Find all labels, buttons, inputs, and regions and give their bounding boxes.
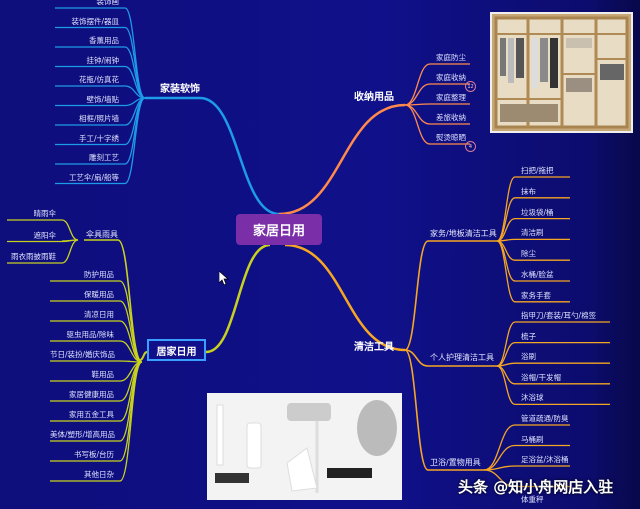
mindmap-leaf-item[interactable]: 工艺伞/扇/船等 [68, 172, 119, 182]
connector-line [404, 349, 429, 367]
mindmap-leaf-item[interactable]: 遮阳伞 [33, 230, 57, 240]
connector-line [199, 96, 280, 216]
umbrella-group-label[interactable]: 伞具雨具 [86, 230, 118, 239]
connector-line [284, 243, 406, 352]
mindmap-leaf-item[interactable]: 壁饰/墙贴 [86, 94, 119, 104]
connector-line [61, 239, 79, 264]
cleaning-group-label[interactable]: 个人护理清洁工具 [430, 353, 494, 362]
mindmap-leaf-item[interactable]: 体重秤 [521, 495, 544, 504]
connector-line [404, 349, 429, 471]
mindmap-leaf-item[interactable]: 除尘 [521, 249, 536, 259]
mouse-cursor-icon [218, 270, 229, 289]
mindmap-leaf-item[interactable]: 垃圾袋/桶 [521, 207, 554, 217]
mindmap-leaf-item[interactable]: 清洁刷 [521, 228, 544, 238]
mindmap-leaf-item[interactable]: 驱虫用品/除味 [66, 330, 114, 339]
branch-storage-label[interactable]: 收纳用品 [354, 92, 394, 103]
mindmap-leaf-item[interactable]: 相框/照片墙 [78, 114, 119, 123]
connector-line [119, 361, 143, 462]
connector-line [496, 321, 516, 367]
connector-line [61, 219, 79, 241]
collapsed-count-badge[interactable]: 12 [465, 81, 476, 92]
mindmap-leaf-item[interactable]: 熨烫晾晒 [436, 133, 466, 142]
collapsed-count-badge[interactable]: 4 [465, 141, 476, 152]
mindmap-leaf-item[interactable]: 马桶刷 [521, 434, 544, 444]
mindmap-leaf-item[interactable]: 挂钟/闹钟 [86, 55, 119, 65]
connector-line [404, 240, 429, 351]
branch-cleaning-label[interactable]: 清洁工具 [354, 342, 394, 353]
connector-line [483, 424, 516, 471]
mindmap-leaf-item[interactable]: 家庭整理 [436, 93, 466, 102]
watermark: 头条 @知小舟网店入驻 [458, 478, 614, 496]
cleaning-group-label[interactable]: 卫浴/置物用具 [430, 458, 481, 467]
mindmap-leaf-item[interactable]: 水桶/脸盆 [521, 270, 554, 279]
center-node[interactable]: 家居日用 [236, 214, 322, 245]
mindmap-leaf-item[interactable]: 雨衣雨披雨鞋 [11, 252, 56, 261]
mindmap-leaf-item[interactable]: 浴刷 [521, 352, 536, 362]
connector-line [278, 103, 406, 216]
mindmap-leaf-item[interactable]: 沐浴球 [521, 393, 544, 403]
cleaning-group-label[interactable]: 家务/地板清洁工具 [430, 229, 497, 238]
connector-line [124, 97, 146, 165]
connector-line [117, 239, 143, 363]
connector-line [496, 365, 516, 406]
wardrobe-photo [490, 12, 633, 133]
cleaning-tools-photo [207, 393, 402, 500]
mindmap-leaf-item[interactable]: 花瓶/仿真花 [78, 75, 119, 84]
mindmap-leaf-item[interactable]: 雕刻工艺 [89, 153, 119, 162]
connector-line [124, 7, 146, 99]
mindmap-leaf-item[interactable]: 差旅收纳 [436, 113, 466, 122]
branch-decor-label[interactable]: 家装软饰 [160, 84, 200, 95]
mindmap-leaf-item[interactable]: 防护用品 [84, 270, 114, 279]
mindmap-leaf-item[interactable]: 鞋用品 [91, 370, 115, 379]
connector-line [496, 365, 516, 385]
connector-line [404, 83, 431, 106]
branch-daily-label[interactable]: 居家日用 [147, 339, 206, 361]
connector-line [124, 97, 146, 185]
mindmap-leaf-item[interactable]: 保暖用品 [84, 290, 114, 299]
connector-line [496, 240, 516, 303]
mindmap-leaf-item[interactable]: 清凉日用 [84, 310, 114, 319]
mindmap-leaf-item[interactable]: 家居健康用品 [69, 390, 114, 399]
connector-line [119, 280, 143, 363]
mindmap-leaf-item[interactable]: 管道疏通/防臭 [521, 414, 569, 423]
mindmap-leaf-item[interactable]: 装饰摆件/器皿 [71, 16, 119, 26]
mindmap-leaf-item[interactable]: 指甲刀/套装/耳勺/棉签 [521, 311, 597, 320]
mindmap-leaf-item[interactable]: 手工/十字绣 [78, 133, 119, 143]
connector-line [124, 26, 146, 99]
mindmap-leaf-item[interactable]: 家用五金工具 [69, 410, 114, 419]
mindmap-leaf-item[interactable]: 晴雨伞 [33, 209, 57, 218]
mindmap-leaf-item[interactable]: 家庭防尘 [436, 53, 466, 62]
mindmap-leaf-item[interactable]: 家庭收纳 [436, 73, 466, 82]
mindmap-leaf-item[interactable]: 香薰用品 [89, 36, 119, 45]
connector-line [205, 243, 271, 354]
mindmap-leaf-item[interactable]: 节日/装扮/婚庆饰品 [50, 350, 116, 359]
mindmap-leaf-item[interactable]: 梳子 [521, 331, 536, 341]
connector-line [119, 361, 143, 482]
connector-line [139, 351, 148, 361]
connector-line [119, 361, 143, 442]
connector-line [496, 197, 516, 242]
mindmap-leaf-item[interactable]: 装饰画 [96, 0, 120, 6]
connector-line [404, 104, 431, 125]
mindmap-leaf-item[interactable]: 扫把/拖把 [521, 166, 554, 175]
mindmap-leaf-item[interactable]: 抹布 [521, 186, 536, 196]
mindmap-leaf-item[interactable]: 家务手套 [521, 290, 551, 300]
mindmap-leaf-item[interactable]: 书写板/台历 [73, 450, 114, 459]
mindmap-leaf-item[interactable]: 其他日杂 [84, 470, 114, 479]
connector-line [404, 104, 431, 145]
mindmap-leaf-item[interactable]: 浴帽/干发帽 [521, 372, 562, 382]
mindmap-leaf-item[interactable]: 美体/塑形/增高用品 [50, 430, 116, 439]
connector-line [61, 239, 79, 242]
mindmap-leaf-item[interactable]: 足浴盆/沐浴桶 [521, 455, 569, 464]
connector-line [483, 469, 516, 488]
